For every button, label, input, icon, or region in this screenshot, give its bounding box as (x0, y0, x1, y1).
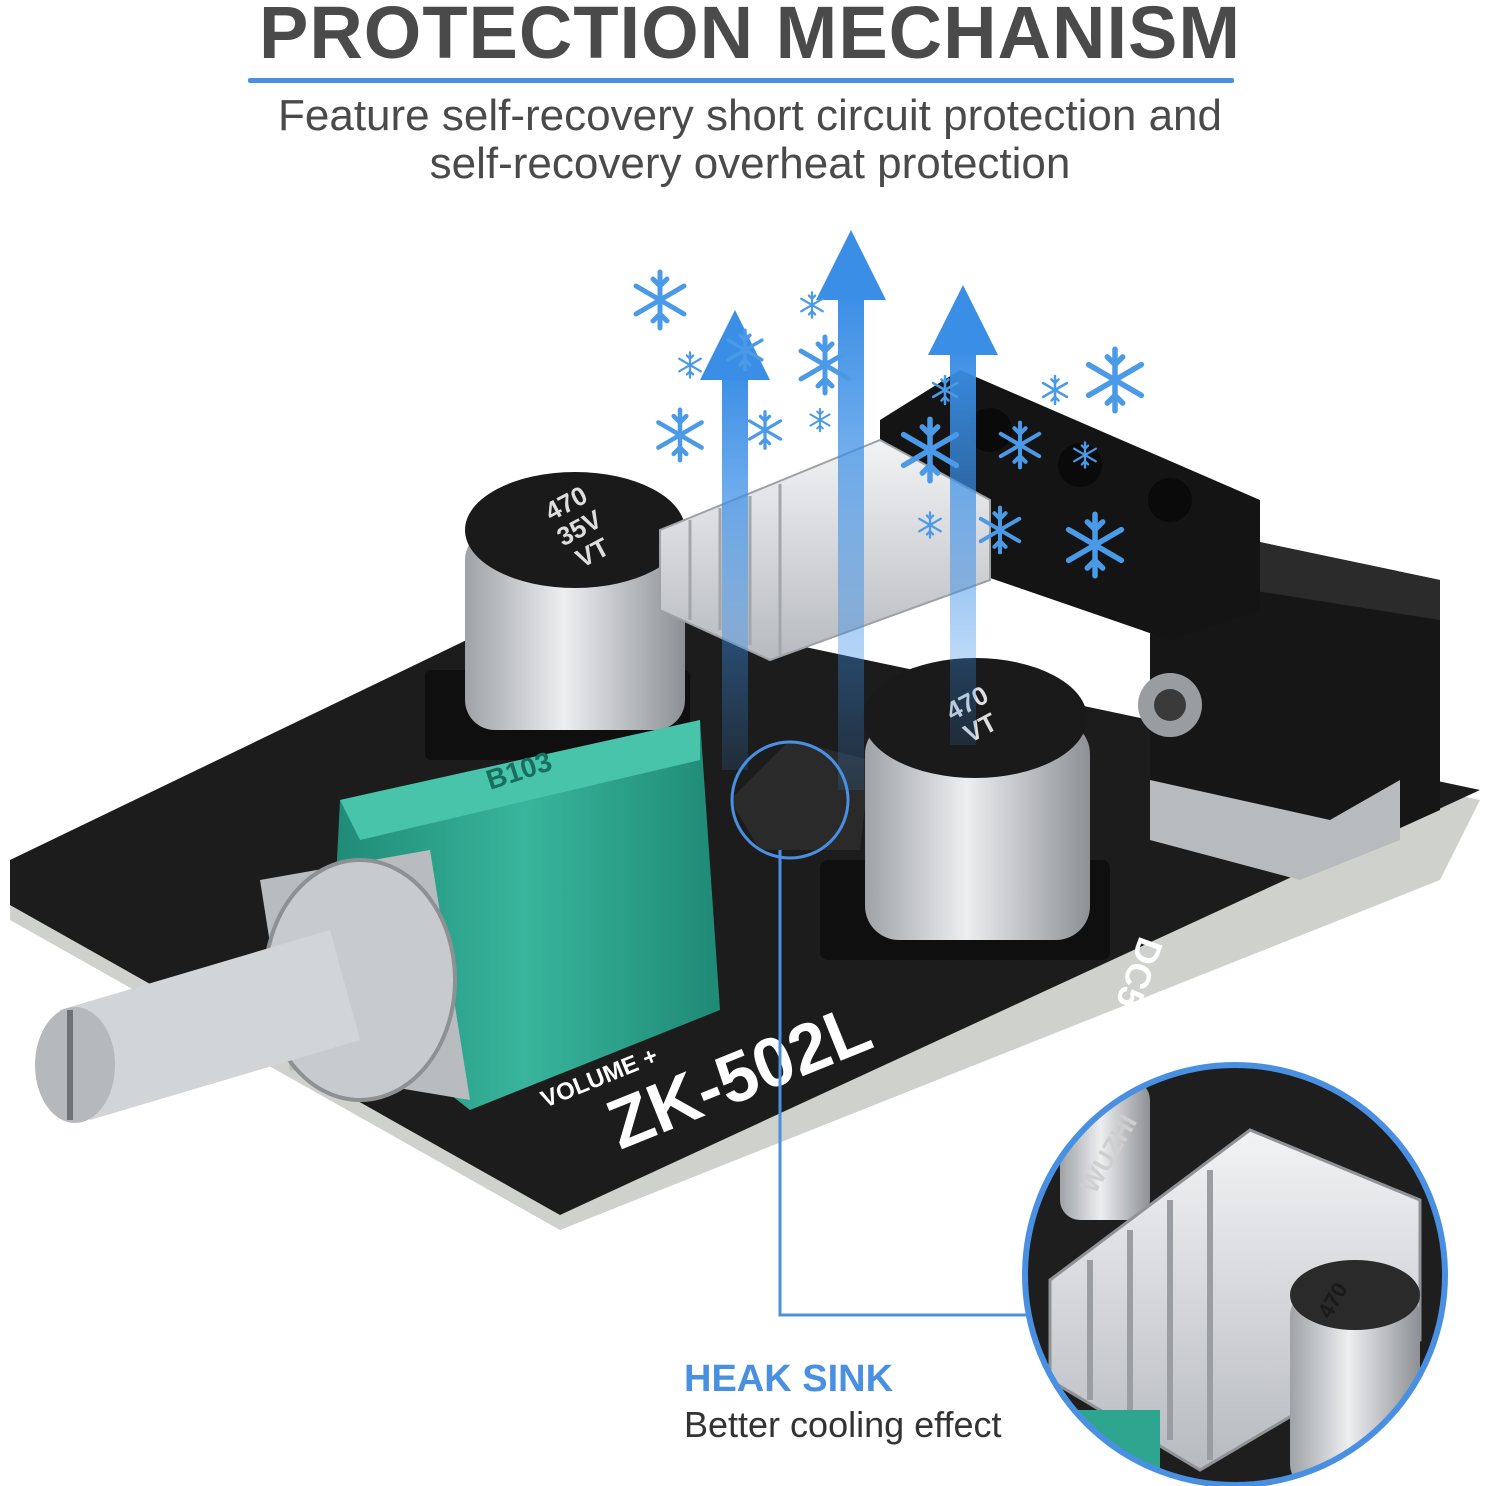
callout-leader-line (778, 850, 1028, 1317)
snowflake-icon (636, 272, 684, 328)
snowflake-icon (1089, 349, 1142, 411)
heat-sink-zoom: 470 WUZHI (1022, 1062, 1448, 1486)
amplifier-chip (730, 740, 870, 860)
cooling-arrows (700, 230, 998, 790)
page-subtitle: Feature self-recovery short circuit prot… (0, 92, 1500, 188)
snowflake-icon (809, 407, 831, 433)
callout-title: HEAK SINK (684, 1358, 894, 1400)
heat-sink (659, 438, 991, 662)
snowflake-icon (658, 410, 701, 460)
capacitor-left: 470 35V VT (425, 472, 690, 760)
product-illustration: 470 35V VT 470 VT B103 ZK-502L VOLUME + … (10, 230, 1480, 1486)
snowflake-icon (747, 410, 783, 450)
title-underline (248, 78, 1234, 83)
subtitle-line-1: Feature self-recovery short circuit prot… (278, 91, 1222, 140)
callout-subtitle: Better cooling effect (684, 1404, 1002, 1445)
subtitle-line-2: self-recovery overheat protection (429, 139, 1071, 188)
snowflake-icon (1041, 374, 1069, 406)
volume-potentiometer: B103 (35, 720, 720, 1123)
snowflake-icon (678, 351, 702, 379)
page-title: PROTECTION MECHANISM (259, 0, 1241, 74)
